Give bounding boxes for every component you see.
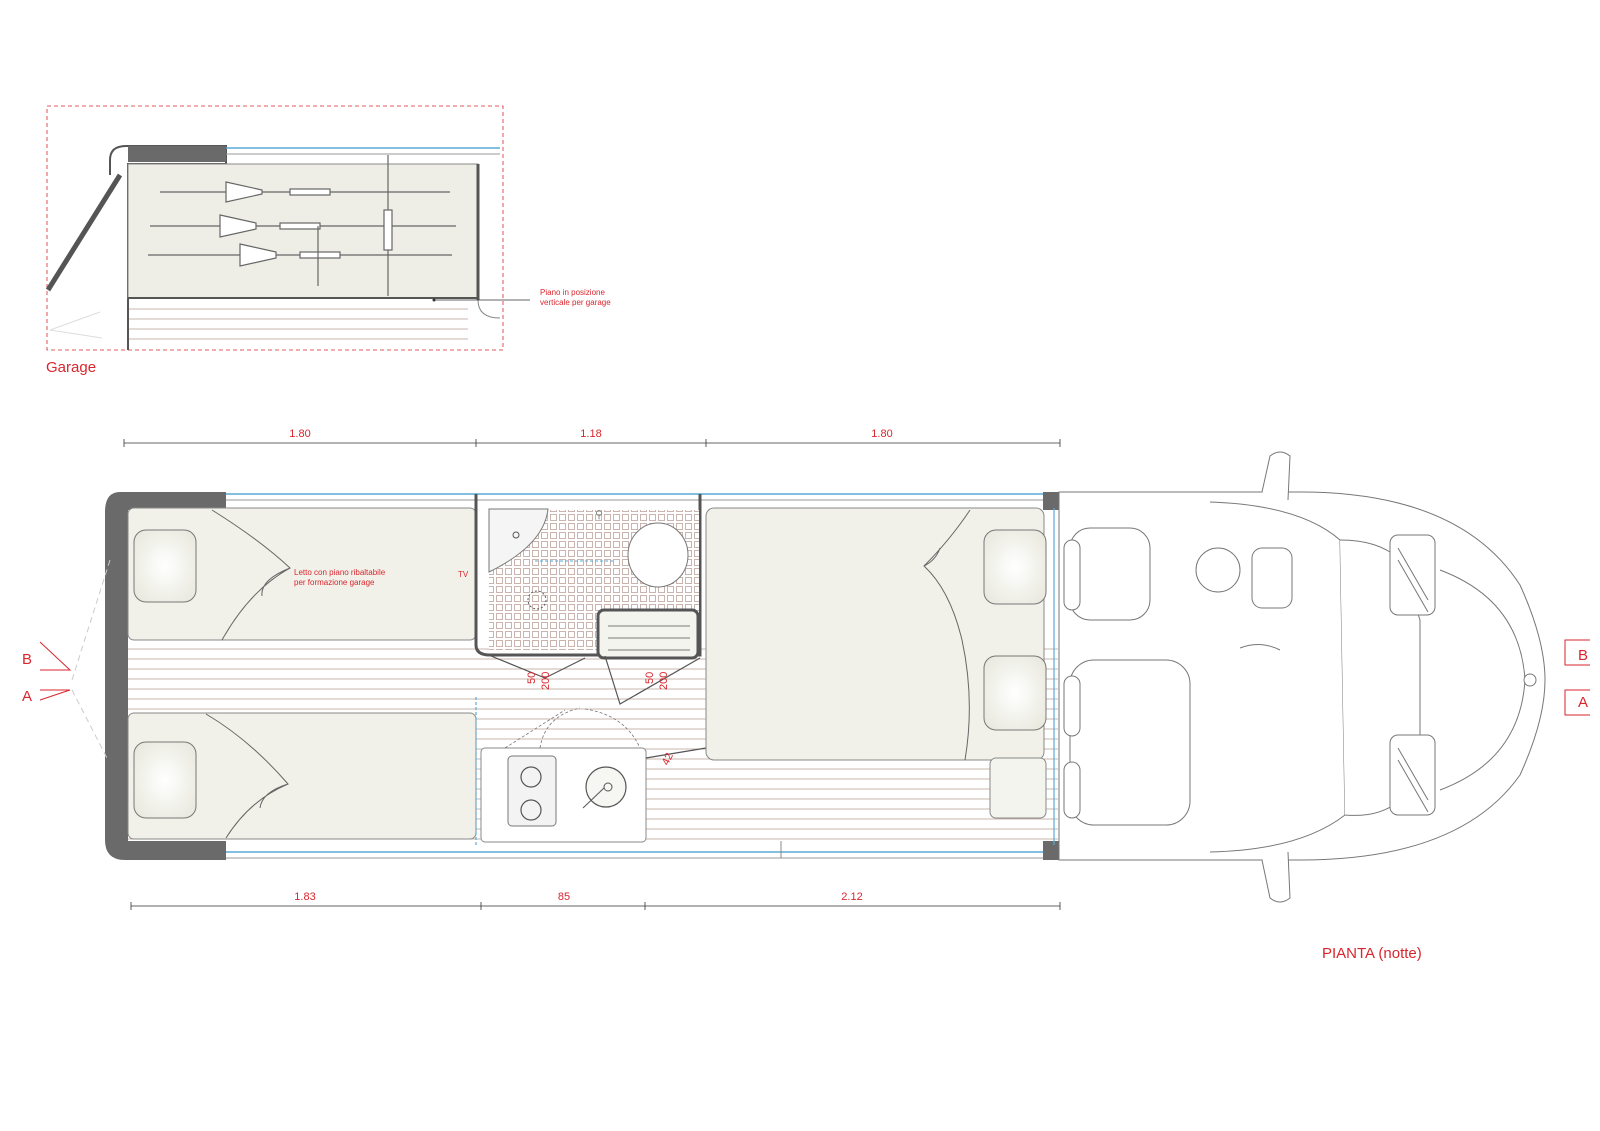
tv-label: TV [458, 570, 469, 579]
bed-rear-right [127, 712, 477, 840]
garage-note-line2: verticale per garage [540, 298, 611, 307]
paddle-gear [148, 155, 456, 296]
section-a-right: A [1578, 694, 1588, 711]
toilet-icon [627, 522, 689, 588]
burner-icon [520, 766, 542, 788]
door-b-width: 50 [644, 672, 656, 684]
rear-wall [105, 492, 226, 860]
corner-sink [488, 508, 549, 573]
bottom-dim-3: 2.12 [841, 891, 862, 903]
section-a-left: A [22, 688, 32, 705]
door-a-height: 200 [540, 672, 552, 690]
bottom-dim-1: 1.83 [294, 891, 315, 903]
top-dim-3: 1.80 [871, 428, 892, 440]
burner-icon [520, 799, 542, 821]
shower-tray [596, 608, 700, 660]
garage-floor [128, 300, 468, 346]
kitchen-sink [585, 766, 627, 808]
rear-door [45, 173, 123, 292]
bed-front [705, 507, 1045, 761]
driver-seat [1069, 527, 1151, 621]
garage-note-line1: Piano in posizione [540, 288, 605, 297]
pillow-front-top [983, 529, 1047, 605]
bottom-dimension-line [130, 902, 1061, 910]
door-b-height: 200 [658, 672, 670, 690]
kitchen [480, 707, 707, 843]
section-b-right: B [1578, 647, 1588, 664]
top-dimension-line [123, 439, 1061, 447]
camper-plan: Letto con piano ribaltabile per formazio… [22, 451, 1590, 903]
mirror-right [1261, 851, 1291, 903]
cooktop [507, 755, 557, 827]
bottom-dim-2: 85 [558, 891, 570, 903]
top-dim-2: 1.18 [580, 428, 601, 440]
passenger-bench [1069, 659, 1191, 826]
pillow-front-bottom [983, 655, 1047, 731]
vent-top [1389, 534, 1436, 616]
shower-head-icon: ⚲ [595, 509, 603, 521]
section-marks-left [39, 559, 111, 761]
plan-title: PIANTA (notte) [1322, 945, 1422, 962]
vehicle-cab [1058, 451, 1546, 903]
garage-title: Garage [46, 359, 96, 376]
garage-bay [127, 163, 479, 299]
section-marks-right [1564, 639, 1590, 716]
top-dim-1: 1.80 [289, 428, 310, 440]
bathroom-door-a [490, 655, 586, 679]
bed-note-line1: Letto con piano ribaltabile [294, 568, 386, 577]
section-b-left: B [22, 651, 32, 668]
pillow-rear-right [133, 741, 197, 819]
emblem-icon [1523, 673, 1537, 687]
drain-icon [527, 590, 547, 610]
bed-note-line2: per formazione garage [294, 578, 375, 587]
garage-view: Piano in posizione verticale per garage … [45, 105, 611, 376]
bathroom-door-b [604, 655, 701, 705]
steering-wheel-icon [1195, 547, 1241, 593]
vent-bottom [1389, 734, 1436, 816]
pillow-rear-left [133, 529, 197, 603]
door-a-width: 50 [526, 672, 538, 684]
front-cabinet [989, 757, 1047, 819]
garage-boundary [46, 105, 504, 351]
bathroom: ⚲ [474, 494, 702, 705]
mirror-left [1261, 451, 1291, 501]
door-swing-dim: 42 [660, 751, 676, 767]
